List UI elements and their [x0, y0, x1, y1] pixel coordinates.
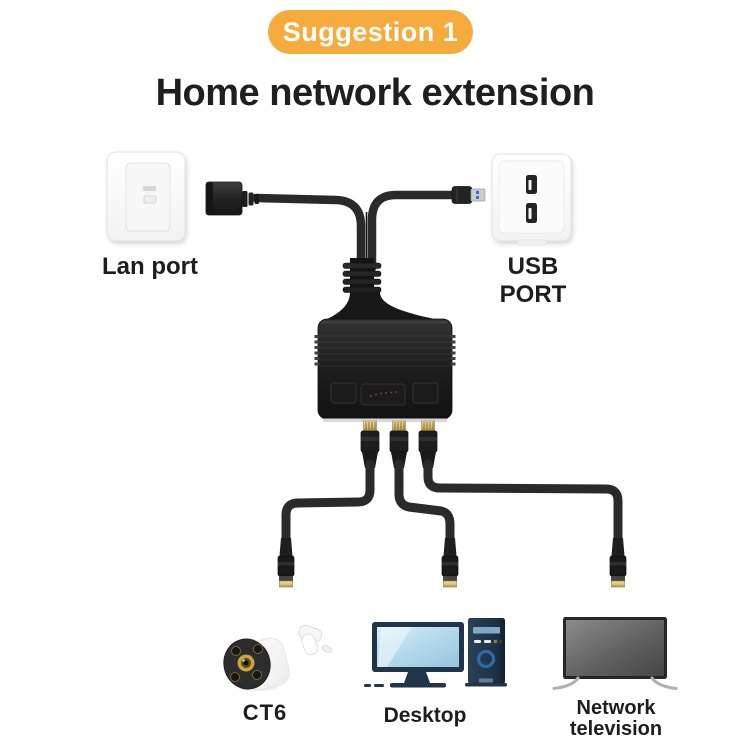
- cable-to-usb: [367, 190, 459, 273]
- camera-label: CT6: [242, 700, 288, 725]
- splitter-panel-center: [360, 383, 406, 406]
- brand-mark: [370, 391, 397, 397]
- desktop-label: Desktop: [383, 704, 467, 727]
- tv-leg-left: [552, 676, 580, 690]
- splitter-panel-left: [330, 382, 357, 404]
- rj45-coupler-icon: [205, 181, 259, 216]
- lan-wall-plate-icon: [106, 151, 186, 242]
- usb-plug-icon: [451, 186, 486, 204]
- suggestion-badge-label: Suggestion 1: [282, 16, 459, 47]
- usb-port-label: USB PORT: [499, 253, 567, 308]
- device-cables: [281, 459, 623, 545]
- y-cable-branches: [251, 190, 459, 273]
- rj45-splitter-icon: [314, 258, 456, 422]
- splitter-panel-right: [412, 382, 439, 404]
- computer-tower: [465, 618, 507, 687]
- cable-to-lan: [251, 193, 366, 273]
- cable-to-camera: [281, 459, 375, 545]
- television-icon: [552, 617, 678, 690]
- security-camera-icon: [223, 624, 333, 691]
- tv-leg-right: [650, 676, 678, 690]
- power-button: [476, 649, 496, 669]
- grip-serrations: [314, 335, 456, 366]
- usb-port-slot-1: [526, 175, 537, 194]
- camera-mount-bracket: [298, 624, 333, 656]
- cable-to-desktop: [394, 459, 455, 545]
- suggestion-badge: Suggestion 1: [268, 10, 473, 54]
- desktop-computer-icon: [364, 618, 507, 688]
- tv-label: Network television: [569, 697, 663, 740]
- usb-wall-outlet-icon: [491, 153, 572, 246]
- page-title: Home network extension: [155, 72, 595, 114]
- monitor: [364, 622, 464, 688]
- cable-to-tv: [423, 459, 623, 545]
- rj45-plug-end-2: [441, 538, 459, 588]
- lan-port-label: Lan port: [102, 253, 198, 280]
- rj45-plug-end-3: [609, 538, 627, 588]
- cable-end-plugs: [277, 538, 627, 588]
- usb-port-slot-2: [526, 203, 537, 223]
- rj45-plug-end-1: [277, 538, 295, 588]
